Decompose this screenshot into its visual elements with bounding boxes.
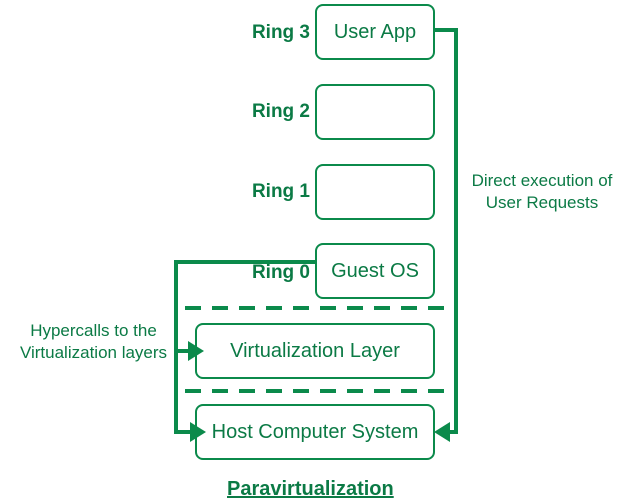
diagram-caption: Paravirtualization [227, 478, 394, 500]
ring-label-0: Ring 0 [251, 262, 310, 283]
box-virtualization-layer-label: Virtualization Layer [230, 339, 400, 362]
annotation-direct-execution: Direct execution of User Requests [471, 171, 613, 213]
ring-label-1: Ring 1 [251, 181, 310, 202]
ring-label-3: Ring 3 [251, 22, 310, 43]
box-guest-os[interactable]: Guest OS [315, 243, 435, 299]
direct-execution-arrowhead [434, 422, 450, 442]
box-guest-os-label: Guest OS [331, 259, 419, 282]
direct-execution-path [435, 28, 458, 434]
ring-label-2: Ring 2 [251, 101, 310, 122]
box-user-app-label: User App [333, 20, 417, 43]
box-host-computer-system-label: Host Computer System [211, 420, 419, 443]
box-virtualization-layer[interactable]: Virtualization Layer [195, 323, 435, 379]
annotation-hypercalls: Hypercalls to the Virtualization layers [19, 321, 168, 363]
box-ring2-empty[interactable] [315, 84, 435, 140]
box-ring1-empty[interactable] [315, 164, 435, 220]
box-user-app[interactable]: User App [315, 4, 435, 60]
box-host-computer-system[interactable]: Host Computer System [195, 404, 435, 460]
